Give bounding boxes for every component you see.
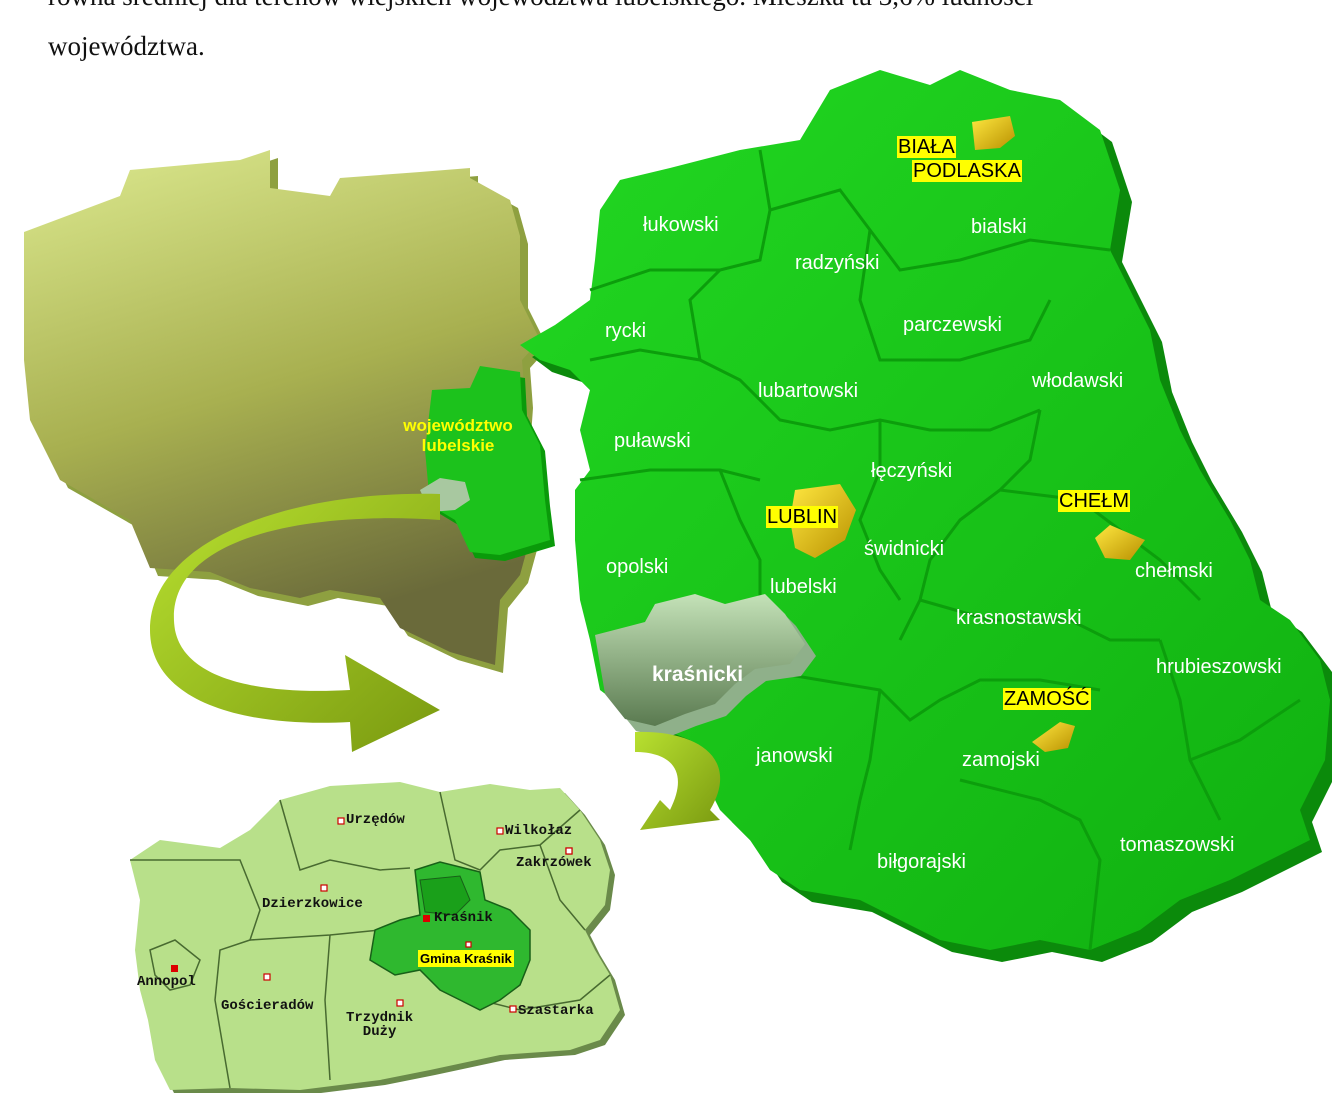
powiat-krasnicki: kraśnicki [652, 663, 744, 686]
gmina-trzydnik: Trzydnik Duży [346, 1011, 413, 1039]
powiat-bialski: bialski [971, 216, 1027, 238]
curved-arrow-small [635, 731, 721, 830]
lubelskie-map [520, 70, 1332, 962]
powiat-pulawski: puławski [614, 430, 691, 452]
powiat-rycki: rycki [605, 320, 647, 342]
city-lublin-label: LUBLIN [766, 506, 839, 528]
gmina-wilkolaz: Wilkołaz [505, 823, 573, 839]
gmina-zakrzowek: Zakrzówek [516, 855, 592, 871]
gmina-szastarka: Szastarka [518, 1003, 594, 1019]
zamosc-marker [1032, 722, 1075, 752]
text-line-2: województwa. [48, 31, 205, 61]
powiat-lubelski: lubelski [770, 576, 837, 598]
powiat-parczewski: parczewski [903, 314, 1002, 336]
powiat-lubartowski: lubartowski [758, 380, 859, 402]
poland-map [24, 150, 548, 673]
gmina-urzedow: Urzędów [346, 812, 405, 828]
powiat-krasnostawski: krasnostawski [956, 607, 1082, 629]
powiat-janowski: janowski [756, 745, 833, 767]
gminy-map [130, 782, 625, 1093]
city-zamosc-label: ZAMOŚĆ [1003, 688, 1091, 710]
powiat-chelmski: chełmski [1135, 560, 1213, 582]
gmina-trzydnik-line1: Trzydnik [346, 1010, 414, 1026]
powiat-leczynski: łęczyński [871, 460, 953, 482]
powiat-radzynski: radzyński [795, 252, 880, 274]
powiat-zamojski: zamojski [962, 749, 1040, 771]
city-biala-label-2: PODLASKA [912, 160, 1022, 182]
document-text: równa średniej dla terenów wiejskich woj… [48, 0, 1288, 61]
powiat-wlodawski: włodawski [1032, 370, 1124, 392]
city-biala-label-1: BIAŁA [897, 136, 956, 158]
powiat-bilgorajski: biłgorajski [877, 851, 966, 873]
powiat-hrubieszowski: hrubieszowski [1156, 656, 1282, 678]
voivodeship-label-line2: lubelskie [421, 436, 495, 455]
powiat-swidnicki: świdnicki [864, 538, 945, 560]
voivodeship-label: województwo lubelskie [388, 416, 528, 456]
biala-podlaska-marker [972, 116, 1015, 150]
powiat-tomaszowski: tomaszowski [1120, 834, 1235, 856]
powiat-opolski: opolski [606, 556, 669, 578]
gmina-krasnik-town: Kraśnik [434, 910, 493, 926]
voivodeship-label-line1: województwo [403, 416, 513, 435]
text-line-1: równa średniej dla terenów wiejskich woj… [48, 0, 1288, 14]
krasnicki-county [595, 594, 816, 738]
gmina-dzierzkowice: Dzierzkowice [262, 896, 363, 912]
gmina-trzydnik-line2: Duży [362, 1024, 397, 1040]
gmina-annopol: Annopol [137, 974, 196, 990]
powiat-lukowski: łukowski [643, 214, 719, 236]
gmina-krasnik-label: Gmina Kraśnik [418, 950, 514, 967]
gmina-goscieradow: Gościeradów [221, 998, 314, 1014]
chelm-marker [1095, 525, 1145, 560]
city-chelm-label: CHEŁM [1058, 490, 1131, 512]
curved-arrow-large [150, 493, 440, 752]
